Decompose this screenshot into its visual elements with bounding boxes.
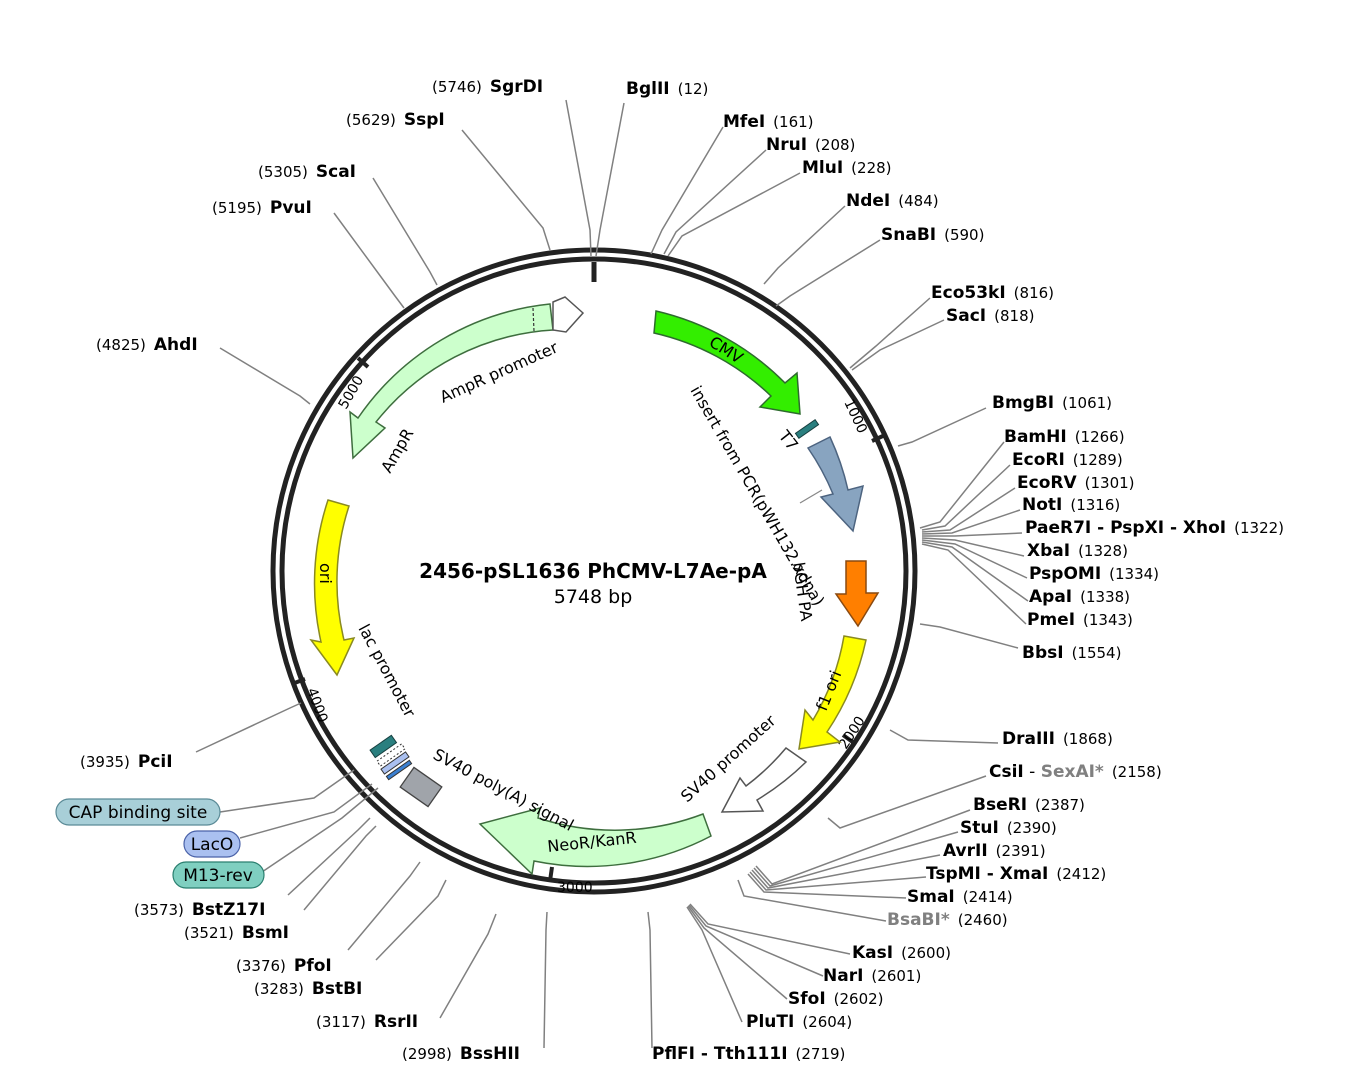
site-tspmi-xmai[interactable]: TspMI - XmaI(2412)	[926, 864, 1106, 884]
site-mfei[interactable]: MfeI(161)	[723, 112, 814, 132]
insert-label-leader	[799, 489, 823, 504]
site-labels: (5746)SgrDI BglII(12) (5629)SspI MfeI(16…	[80, 77, 1284, 1064]
site-ndei[interactable]: NdeI(484)	[846, 191, 939, 211]
site-xbai[interactable]: XbaI(1328)	[1027, 541, 1128, 561]
feature-bgh-pa-arrow[interactable]	[834, 560, 880, 628]
site-bmgbi[interactable]: BmgBI(1061)	[992, 393, 1112, 413]
site-snabi[interactable]: SnaBI(590)	[881, 225, 984, 245]
feature-label-lac-promoter: lac promoter	[354, 621, 419, 721]
site-bstz17i[interactable]: (3573)BstZ17I	[134, 900, 265, 920]
site-apai[interactable]: ApaI(1338)	[1029, 587, 1130, 607]
backbone	[270, 247, 918, 895]
site-pvui[interactable]: (5195)PvuI	[212, 198, 312, 218]
site-ecorv[interactable]: EcoRV(1301)	[1017, 473, 1135, 493]
site-stui[interactable]: StuI(2390)	[960, 818, 1057, 838]
lac-region	[369, 734, 413, 781]
site-avrii[interactable]: AvrII(2391)	[943, 841, 1046, 861]
feature-ampr-arrow[interactable]	[349, 303, 554, 460]
site-ahdi[interactable]: (4825)AhdI	[96, 335, 198, 355]
cap-box[interactable]	[380, 751, 410, 775]
svg-text:CAP binding site: CAP binding site	[69, 803, 208, 823]
lac-promoter-box[interactable]	[369, 734, 398, 759]
lacO-box[interactable]	[376, 743, 406, 767]
plasmid-name: 2456-pSL1636 PhCMV-L7Ae-pA	[419, 559, 767, 583]
tag-leaders	[219, 769, 379, 873]
site-nrui[interactable]: NruI(208)	[766, 135, 855, 155]
site-leaders	[195, 99, 1029, 1049]
tag-m13-rev[interactable]: M13-rev	[172, 861, 265, 889]
site-paer7i-pspxi-xhoi[interactable]: PaeR7I - PspXI - XhoI(1322)	[1025, 518, 1284, 538]
site-bsshii[interactable]: (2998)BssHII	[402, 1044, 520, 1064]
site-sfoi[interactable]: SfoI(2602)	[788, 989, 884, 1009]
site-nari[interactable]: NarI(2601)	[823, 966, 921, 986]
site-bsmi[interactable]: (3521)BsmI	[184, 923, 289, 943]
site-pflfi-tth111i[interactable]: PflFI - Tth111I(2719)	[652, 1044, 845, 1064]
ampr-promoter-divider	[532, 307, 535, 332]
site-scai[interactable]: (5305)ScaI	[258, 162, 356, 182]
feature-label-t7: T7	[774, 426, 802, 454]
tick-4000	[291, 677, 306, 686]
feature-sv40-polya[interactable]	[399, 766, 443, 808]
feature-label-ori: ori	[316, 563, 335, 584]
site-ecori[interactable]: EcoRI(1289)	[1012, 450, 1123, 470]
svg-text:M13-rev: M13-rev	[183, 866, 253, 886]
tag-laco[interactable]: LacO	[183, 830, 241, 858]
site-rsrii[interactable]: (3117)RsrII	[316, 1012, 418, 1032]
feature-insert-arrow[interactable]	[806, 435, 865, 533]
site-csii-sexai[interactable]: CsiI - SexAI*(2158)	[989, 762, 1162, 782]
feature-sv40-promoter-arrow[interactable]	[720, 746, 808, 813]
feature-cmv-arrow[interactable]	[653, 310, 801, 415]
feature-ori-arrow[interactable]	[309, 499, 356, 677]
site-noti[interactable]: NotI(1316)	[1022, 495, 1120, 515]
site-draiii[interactable]: DraIII(1868)	[1002, 729, 1113, 749]
site-saci[interactable]: SacI(818)	[946, 306, 1034, 326]
site-bbsi[interactable]: BbsI(1554)	[1022, 643, 1121, 663]
m13-box[interactable]	[385, 759, 413, 781]
tick-3000	[548, 866, 554, 882]
site-smai[interactable]: SmaI(2414)	[907, 887, 1013, 907]
site-pmei[interactable]: PmeI(1343)	[1027, 610, 1133, 630]
site-bamhi[interactable]: BamHI(1266)	[1004, 427, 1125, 447]
site-bstbi[interactable]: (3283)BstBI	[254, 979, 362, 999]
site-sspi[interactable]: (5629)SspI	[346, 110, 445, 130]
feature-neor-kanr-arrow[interactable]	[478, 806, 712, 876]
tag-cap-binding-site[interactable]: CAP binding site	[55, 798, 221, 826]
site-bglii[interactable]: BglII(12)	[626, 79, 708, 99]
tick-5000	[356, 356, 370, 369]
feature-label-ampr: AmpR	[377, 425, 417, 476]
site-eco53ki[interactable]: Eco53kI(816)	[931, 283, 1054, 303]
site-bsabi[interactable]: BsaBI*(2460)	[887, 910, 1008, 930]
tick-label-3000: 3000	[557, 880, 593, 896]
feature-t7[interactable]	[794, 418, 820, 440]
feature-ampr-promoter-arrow[interactable]	[552, 296, 585, 333]
tick-1000	[871, 433, 886, 443]
site-pcii[interactable]: (3935)PciI	[80, 752, 173, 772]
site-pluti[interactable]: PluTI(2604)	[746, 1012, 852, 1032]
site-pspomi[interactable]: PspOMI(1334)	[1029, 564, 1159, 584]
site-pfoi[interactable]: (3376)PfoI	[236, 956, 332, 976]
svg-text:LacO: LacO	[191, 835, 234, 855]
site-kasi[interactable]: KasI(2600)	[852, 943, 951, 963]
site-bseri[interactable]: BseRI(2387)	[973, 795, 1085, 815]
feature-f1-ori-arrow[interactable]	[798, 635, 867, 750]
site-sgrdi[interactable]: (5746)SgrDI	[432, 77, 543, 97]
site-mlui[interactable]: MluI(228)	[802, 158, 892, 178]
plasmid-length: 5748 bp	[554, 586, 633, 608]
tick-2000	[841, 733, 856, 745]
